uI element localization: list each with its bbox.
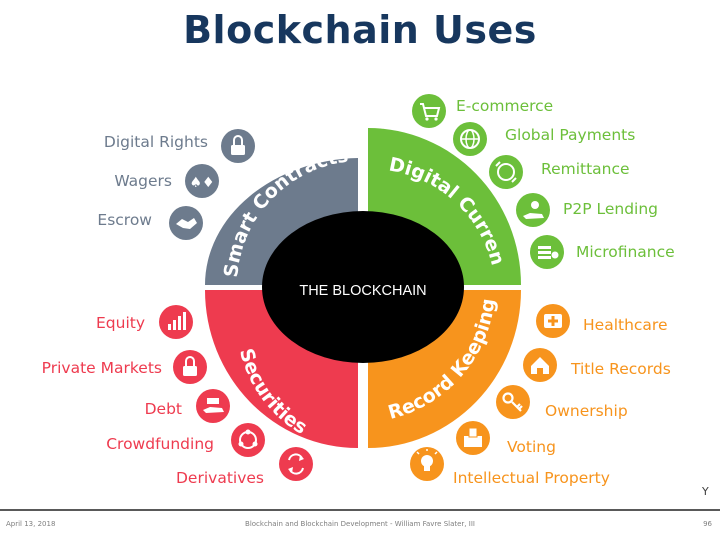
item-healthcare: Healthcare	[536, 304, 668, 338]
slide-title: Blockchain Uses	[183, 8, 537, 52]
globe-transfer-icon	[489, 155, 523, 189]
svg-text:Intellectual Property: Intellectual Property	[453, 469, 610, 487]
svg-text:♠♦: ♠♦	[189, 175, 214, 191]
item-digital-rights: Digital Rights	[104, 129, 255, 163]
item-crowdfunding: Crowdfunding	[106, 423, 265, 457]
center-label: THE BLOCKCHAIN	[299, 283, 426, 299]
people-circle-icon	[231, 423, 265, 457]
item-private-markets: Private Markets	[42, 350, 207, 384]
item-microfinance: Microfinance	[530, 235, 675, 269]
svg-text:Ownership: Ownership	[545, 402, 628, 420]
svg-text:Digital Rights: Digital Rights	[104, 133, 208, 151]
item-derivatives: Derivatives	[176, 447, 313, 487]
item-voting: Voting	[456, 421, 556, 456]
item-p2p-lending: P2P Lending	[516, 193, 658, 227]
svg-text:E-commerce: E-commerce	[456, 97, 553, 115]
item-wagers: Wagers ♠♦	[114, 164, 219, 198]
svg-text:Voting: Voting	[507, 438, 556, 456]
footer-page-number: 96	[703, 520, 712, 528]
svg-text:Wagers: Wagers	[114, 172, 172, 190]
svg-text:P2P Lending: P2P Lending	[563, 200, 658, 218]
item-escrow: Escrow	[97, 206, 203, 240]
globe-icon	[453, 122, 487, 156]
svg-text:Equity: Equity	[96, 314, 145, 332]
lock-icon	[221, 129, 255, 163]
record-keeping-segment	[368, 290, 521, 448]
hand-coin-icon	[516, 193, 550, 227]
item-e-commerce: E-commerce	[412, 94, 553, 128]
house-car-icon	[523, 348, 557, 382]
item-equity: Equity	[96, 305, 193, 339]
bar-chart-icon	[159, 305, 193, 339]
blockchain-uses-diagram: THE BLOCKCHAIN Smart Contracts Digital C…	[41, 94, 675, 487]
digital-currency-segment	[368, 128, 521, 285]
shopping-cart-icon	[412, 94, 446, 128]
key-icon	[496, 385, 530, 419]
svg-text:Debt: Debt	[145, 400, 182, 418]
item-ownership: Ownership	[496, 385, 628, 420]
svg-text:Escrow: Escrow	[97, 211, 152, 229]
svg-text:Remittance: Remittance	[541, 160, 630, 178]
item-global-payments: Global Payments	[453, 122, 635, 156]
blockchain-center	[262, 211, 464, 363]
item-debt: Debt	[145, 389, 230, 423]
exchange-arrows-icon	[279, 447, 313, 481]
footer-date: April 13, 2018	[6, 520, 56, 528]
item-remittance: Remittance	[489, 155, 630, 189]
svg-text:Crowdfunding: Crowdfunding	[106, 435, 214, 453]
svg-text:Derivatives: Derivatives	[176, 469, 264, 487]
handshake-icon	[169, 206, 203, 240]
svg-text:Global Payments: Global Payments	[505, 126, 635, 144]
lightbulb-icon	[410, 447, 444, 481]
item-intellectual-property: Intellectual Property	[410, 447, 610, 487]
coins-icon	[530, 235, 564, 269]
item-title-records: Title Records	[523, 348, 671, 382]
svg-text:Microfinance: Microfinance	[576, 243, 675, 261]
svg-text:Private Markets: Private Markets	[42, 359, 162, 377]
securities-segment	[205, 290, 358, 448]
svg-text:Title Records: Title Records	[570, 360, 671, 378]
hand-money-icon	[196, 389, 230, 423]
smart-contracts-segment	[204, 158, 358, 285]
ballot-box-icon	[456, 421, 490, 455]
footer-rule	[0, 509, 720, 511]
medical-folder-icon	[536, 304, 570, 338]
footer-source: Blockchain and Blockchain Development - …	[245, 520, 475, 528]
lock-icon	[173, 350, 207, 384]
playing-cards-icon: ♠♦	[185, 164, 219, 198]
svg-text:Healthcare: Healthcare	[583, 316, 668, 334]
stray-mark: Y	[702, 485, 709, 498]
